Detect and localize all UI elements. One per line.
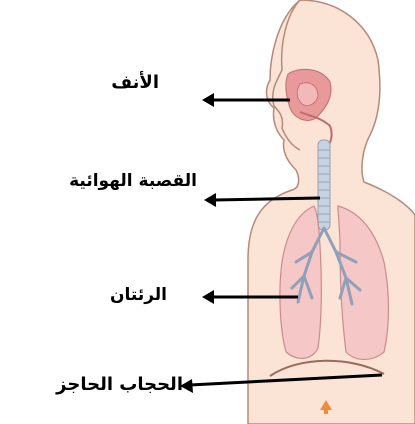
label-trachea: القصبة الهوائية bbox=[69, 171, 197, 191]
cursor-marker-stem bbox=[324, 409, 328, 414]
label-lungs: الرئتان bbox=[110, 285, 167, 305]
label-nose: الأنف bbox=[111, 72, 159, 93]
label-diaphragm: الحجاب الحاجز bbox=[56, 374, 183, 395]
trachea bbox=[318, 140, 330, 230]
